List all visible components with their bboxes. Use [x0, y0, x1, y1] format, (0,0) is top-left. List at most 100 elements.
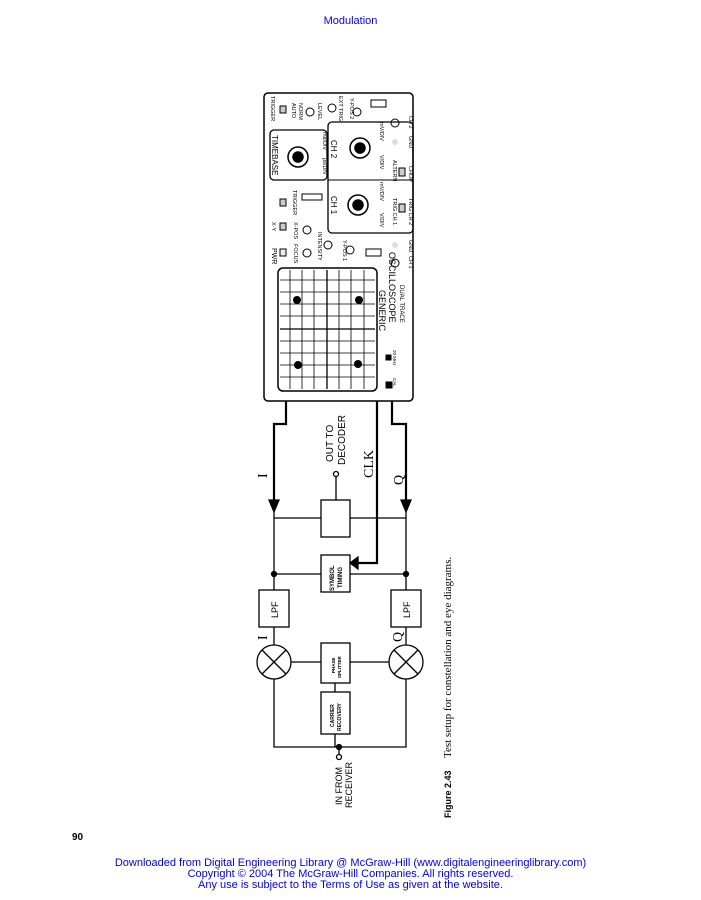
figure-caption: Test setup for constellation and eye dia…	[442, 557, 454, 758]
ch2-gnd-led	[392, 139, 398, 145]
pwr-label: PWR	[270, 248, 277, 264]
norm-label: NORM	[297, 103, 303, 120]
mhz-label: 20 MHz	[392, 350, 397, 366]
lpf-q-label: LPF	[402, 601, 412, 618]
constellation-point	[294, 361, 302, 369]
ext-trig-connector-icon	[327, 103, 337, 113]
ch2-label: CH 2	[329, 140, 338, 159]
q-mixer-icon	[388, 644, 424, 680]
splitter-label: SPLITTER	[337, 655, 342, 678]
ch1-gnd-led	[392, 242, 398, 248]
cal-label: CAL	[392, 378, 397, 387]
timebase-label: TIMEBASE	[270, 135, 279, 175]
decoder-label: DECODER	[337, 415, 348, 465]
screen-grid	[280, 270, 375, 389]
symbol-label: SYMBOL	[330, 565, 336, 591]
output-terminal	[332, 470, 340, 478]
level-label: LEVEL	[316, 103, 322, 120]
us-div-label: μs/DIV	[321, 158, 327, 175]
dual-trace-label: DUAL TRACE	[398, 285, 404, 323]
block-diagram	[256, 401, 424, 761]
footer-download-link[interactable]: Downloaded from Digital Engineering Libr…	[114, 857, 587, 869]
trigger-slope-label: TRIGGER	[291, 190, 297, 215]
ch1-connector-icon	[390, 258, 400, 268]
trigger-mode-button[interactable]	[279, 105, 287, 114]
intensity-knob[interactable]	[323, 240, 333, 250]
y-pos1-knob[interactable]	[345, 245, 355, 255]
ch2-volts-knob[interactable]	[349, 137, 371, 159]
footer-terms-link[interactable]: Any use is subject to the Terms of Use a…	[198, 879, 503, 891]
ch2-coupling-switch[interactable]	[370, 99, 387, 108]
ch1-mv-div-label: mV/DIV	[378, 182, 384, 201]
trig-ch2-label: TRIG CH 2	[407, 198, 413, 225]
constellation-point	[293, 296, 301, 304]
x-pos-label: X-POS	[292, 222, 298, 239]
scope-panel	[263, 92, 414, 402]
input-terminal	[335, 753, 343, 761]
footer: Downloaded from Digital Engineering Libr…	[0, 858, 701, 891]
q-arrow-icon	[400, 499, 412, 514]
x-pos-knob[interactable]	[302, 225, 312, 235]
q-mixer-label: Q	[391, 632, 406, 642]
i-signal-wire	[272, 401, 288, 500]
ch1-v-div-label: V/DIV	[378, 213, 384, 228]
mhz-indicator	[385, 354, 392, 361]
page-number: 90	[72, 832, 84, 843]
focus-knob[interactable]	[302, 248, 312, 258]
symbol-timing-box	[320, 554, 351, 593]
q-signal-wire	[390, 401, 408, 500]
power-button[interactable]	[279, 248, 287, 257]
trigger-button[interactable]	[279, 198, 287, 207]
generic-label: GENERIC	[377, 290, 387, 332]
in-from-label: IN FROM	[334, 767, 344, 805]
timing-label: TIMING	[338, 567, 344, 588]
ch2-mv-div-label: mV/DIV	[378, 122, 384, 141]
oscilloscope-label: OSCILLOSCOPE	[387, 252, 397, 323]
timebase-knob[interactable]	[287, 146, 309, 168]
ch1-input-label: CH 1	[407, 256, 413, 269]
trigger-label: TRIGGER	[269, 96, 275, 121]
y-pos2-label: Y-POS 2	[348, 98, 354, 119]
ext-trig-label: EXT TRIG	[337, 96, 343, 121]
level-knob[interactable]	[305, 107, 315, 117]
clk-arrow-icon	[348, 555, 359, 571]
carrier-label: CARRIER	[330, 704, 336, 727]
trig-ch-button[interactable]	[398, 203, 406, 213]
ch1-label: CH 1	[329, 196, 338, 215]
i-mixer-icon	[256, 644, 292, 680]
intensity-label: INTENSITY	[316, 232, 322, 261]
constellation-point	[354, 360, 362, 368]
footer-copyright: Copyright © 2004 The McGraw-Hill Compani…	[187, 868, 514, 880]
ch1-coupling-switch[interactable]	[365, 248, 382, 257]
ch2-input-label: CH 2	[407, 116, 413, 129]
i-arrow-icon	[268, 499, 280, 514]
block-labels: I Q CLK OUT TO DECODER LPF LPF SYMBOL TI…	[256, 415, 454, 818]
clk-label: CLK	[362, 450, 377, 478]
q-output-label: Q	[392, 475, 407, 485]
i-mixer-label: I	[256, 635, 271, 640]
oscilloscope	[263, 92, 414, 402]
out-to-label: OUT TO	[325, 425, 336, 462]
phase-label: PHASE	[331, 657, 336, 673]
auto-label: AUTO	[290, 103, 296, 119]
trigger-slider[interactable]	[301, 193, 323, 201]
x-y-button[interactable]	[279, 222, 287, 231]
recovery-label: RECOVERY	[337, 702, 343, 731]
running-header: Modulation	[323, 15, 378, 27]
cal-terminal-icon	[385, 381, 393, 389]
ch1-gnd-label: GND	[407, 240, 413, 252]
ch1-volts-knob[interactable]	[347, 194, 369, 216]
x-y-label: X-Y	[270, 222, 276, 232]
focus-label: FOCUS	[292, 244, 298, 264]
altern-chop-button[interactable]	[398, 167, 406, 177]
y-pos2-knob[interactable]	[352, 107, 362, 117]
decoder-box	[320, 499, 351, 538]
ch2-gnd-label: GND	[407, 136, 413, 148]
lpf-i-label: LPF	[270, 601, 280, 618]
scope-labels: TRIGGER AUTO NORM LEVEL EXT TRIG Y-POS 2…	[269, 96, 413, 387]
constellation-point	[355, 296, 363, 304]
altern-label: ALTERN	[391, 160, 397, 181]
y-pos1-label: Y-POS 1	[341, 240, 347, 261]
trig-ch1-label: TRIG CH 1	[391, 198, 397, 225]
